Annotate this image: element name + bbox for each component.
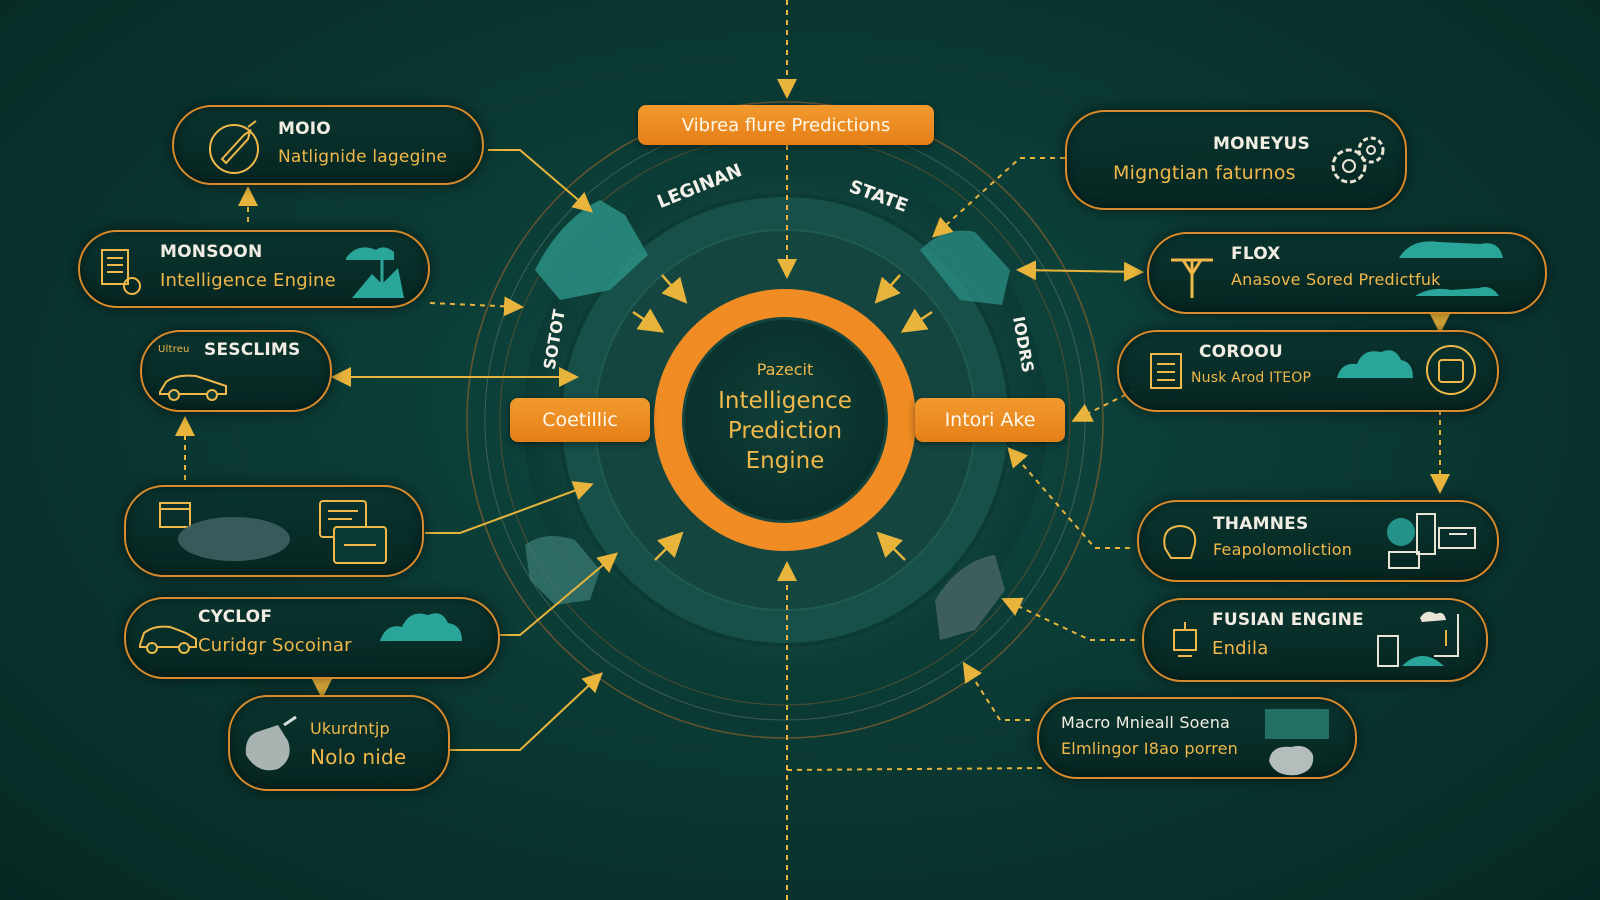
head-icon: [1163, 524, 1197, 559]
node-coroou-subtitle: Nusk Arod ITEOP: [1191, 370, 1312, 386]
node-macro-title: Macro Mnieall Soena: [1061, 713, 1231, 732]
node-fusian-title: FUSIAN ENGINE: [1212, 610, 1364, 630]
rock-icon: [1265, 709, 1329, 776]
node-flox[interactable]: FLOX Anasove Sored Predictfuk: [1147, 232, 1547, 314]
car-icon: [139, 625, 197, 654]
node-moio-subtitle: Natlignide lagegine: [278, 147, 448, 167]
node-fusian-engine[interactable]: FUSIAN ENGINE Endila: [1142, 598, 1488, 682]
node-ukurdntjp-subtitle: Nolo nide: [310, 745, 407, 769]
center-title-line-1: Intelligence: [718, 388, 852, 414]
cloud-icon: [1337, 350, 1413, 378]
node-coroou[interactable]: COROOU Nusk Arod ITEOP: [1117, 330, 1499, 412]
node-icon-cluster[interactable]: [124, 485, 424, 577]
node-macro-subtitle: Elmlingor I8ao porren: [1061, 739, 1239, 758]
top-banner: Vibrea flure Predictions: [638, 105, 934, 145]
center-title-line-3: Engine: [745, 448, 825, 474]
clipboard-icon: [1150, 353, 1182, 389]
connectors: [175, 0, 1450, 900]
rocket-icon: [209, 120, 259, 174]
center-title-line-2: Prediction: [727, 418, 843, 444]
node-monsoon-subtitle: Intelligence Engine: [160, 270, 336, 291]
node-moio-title: MOIO: [278, 119, 331, 139]
factory-icon: [1377, 611, 1459, 667]
gears-icon: [1331, 136, 1385, 184]
node-sesclims[interactable]: Ultreu SESCLIMS: [140, 330, 332, 412]
cloud-icon: [380, 613, 462, 641]
node-sesclims-title: SESCLIMS: [204, 340, 301, 360]
document-icon: [101, 249, 141, 295]
terrain-decorations: [525, 200, 1010, 640]
node-macro[interactable]: Macro Mnieall Soena Elmlingor I8ao porre…: [1037, 697, 1357, 779]
node-ukurdntjp[interactable]: Ukurdntjp Nolo nide: [228, 695, 450, 791]
car-icon: [159, 374, 227, 401]
node-thamnes-title: THAMNES: [1213, 514, 1309, 534]
node-cyclof-title: CYCLOF: [198, 607, 273, 627]
node-moneyus-title: MONEYUS: [1213, 134, 1310, 154]
node-ukurdntjp-title: Ukurdntjp: [310, 719, 390, 738]
node-monsoon[interactable]: MONSOON Intelligence Engine: [78, 230, 430, 308]
node-sesclims-prefix: Ultreu: [158, 344, 190, 355]
stone-icon: [245, 715, 297, 771]
center-small-label: Pazecit: [756, 360, 814, 379]
node-thamnes-subtitle: Feapolomoliction: [1213, 540, 1353, 559]
node-moneyus-subtitle: Migngtian faturnos: [1113, 162, 1296, 184]
node-coroou-title: COROOU: [1199, 342, 1283, 362]
network-icon: [1387, 513, 1476, 569]
center-ring: [654, 289, 916, 551]
node-fusian-subtitle: Endila: [1212, 638, 1269, 659]
node-thamnes[interactable]: THAMNES Feapolomoliction: [1137, 500, 1499, 582]
node-moio[interactable]: MOIO Natlignide lagegine: [172, 105, 484, 185]
node-moneyus[interactable]: MONEYUS Migngtian faturnos: [1065, 110, 1407, 210]
landscape-icon: [346, 247, 404, 298]
inner-arrows: [632, 274, 933, 561]
left-pill: Coetillic: [510, 398, 650, 442]
hills-icon: [1399, 241, 1503, 296]
tablet-icon: [1426, 345, 1476, 395]
right-pill: Intori Ake: [915, 398, 1065, 442]
calendar-cards-icon: [159, 500, 387, 564]
robot-icon: [1173, 622, 1197, 657]
node-monsoon-title: MONSOON: [160, 242, 263, 262]
node-cyclof[interactable]: CYCLOF Curidgr Socoinar: [124, 597, 500, 679]
node-flox-title: FLOX: [1231, 244, 1281, 264]
windmill-icon: [1171, 258, 1213, 298]
node-flox-subtitle: Anasove Sored Predictfuk: [1231, 270, 1441, 289]
node-cyclof-subtitle: Curidgr Socoinar: [198, 635, 352, 656]
